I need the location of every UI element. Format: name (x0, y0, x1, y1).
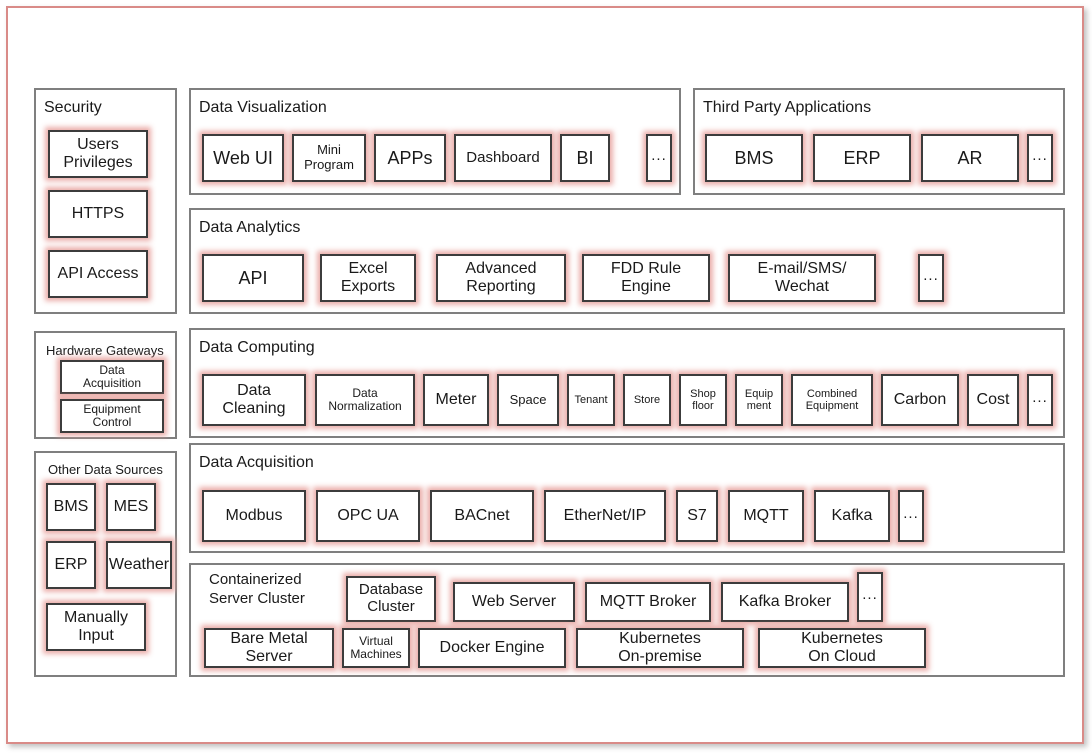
box-source-erp[interactable]: ERP (46, 541, 96, 589)
box-s7[interactable]: S7 (676, 490, 718, 542)
box-combined-equipment[interactable]: Combined Equipment (791, 374, 873, 426)
box-mini-program[interactable]: Mini Program (292, 134, 366, 182)
box-data-computing-more[interactable]: ... (1027, 374, 1053, 426)
box-tenant[interactable]: Tenant (567, 374, 615, 426)
box-fdd-rule-engine[interactable]: FDD Rule Engine (582, 254, 710, 302)
box-api-access[interactable]: API Access (48, 250, 148, 298)
box-third-party-more[interactable]: ... (1027, 134, 1053, 182)
box-kubernetes-on-premise[interactable]: Kubernetes On-premise (576, 628, 744, 668)
panel-containerized-server-cluster: Containerized Server Cluster Database Cl… (189, 563, 1065, 677)
box-dashboard[interactable]: Dashboard (454, 134, 552, 182)
box-apps[interactable]: APPs (374, 134, 446, 182)
box-web-server[interactable]: Web Server (453, 582, 575, 622)
box-store[interactable]: Store (623, 374, 671, 426)
box-kafka-broker[interactable]: Kafka Broker (721, 582, 849, 622)
box-carbon[interactable]: Carbon (881, 374, 959, 426)
panel-data-analytics-title: Data Analytics (199, 219, 301, 236)
box-data-cleaning[interactable]: Data Cleaning (202, 374, 306, 426)
panel-data-acquisition-title: Data Acquisition (199, 454, 314, 471)
box-bare-metal-server[interactable]: Bare Metal Server (204, 628, 334, 668)
box-cost[interactable]: Cost (967, 374, 1019, 426)
box-source-mes[interactable]: MES (106, 483, 156, 531)
panel-third-party-applications: Third Party Applications BMS ERP AR ... (693, 88, 1065, 195)
box-ethernet-ip[interactable]: EtherNet/IP (544, 490, 666, 542)
box-users-privileges[interactable]: Users Privileges (48, 130, 148, 178)
box-opc-ua[interactable]: OPC UA (316, 490, 420, 542)
panel-containerized-server-cluster-title: Containerized Server Cluster (209, 571, 305, 607)
panel-data-visualization-title: Data Visualization (199, 99, 327, 116)
box-bi[interactable]: BI (560, 134, 610, 182)
box-meter[interactable]: Meter (423, 374, 489, 426)
panel-data-visualization: Data Visualization Web UI Mini Program A… (189, 88, 681, 195)
panel-data-acquisition: Data Acquisition Modbus OPC UA BACnet Et… (189, 443, 1065, 553)
box-mqtt[interactable]: MQTT (728, 490, 804, 542)
box-source-weather[interactable]: Weather (106, 541, 172, 589)
box-third-party-erp[interactable]: ERP (813, 134, 911, 182)
panel-third-party-applications-title: Third Party Applications (703, 99, 872, 116)
panel-data-computing-title: Data Computing (199, 339, 315, 356)
box-gateway-equipment-control[interactable]: Equipment Control (60, 399, 164, 433)
box-data-acquisition-more[interactable]: ... (898, 490, 924, 542)
box-modbus[interactable]: Modbus (202, 490, 306, 542)
box-gateway-data-acquisition[interactable]: Data Acquisition (60, 360, 164, 394)
box-email-sms-wechat[interactable]: E-mail/SMS/ Wechat (728, 254, 876, 302)
box-data-visualization-more[interactable]: ... (646, 134, 672, 182)
panel-data-analytics: Data Analytics API Excel Exports Advance… (189, 208, 1065, 314)
box-space[interactable]: Space (497, 374, 559, 426)
box-source-manually-input[interactable]: Manually Input (46, 603, 146, 651)
box-kafka[interactable]: Kafka (814, 490, 890, 542)
box-containerized-more[interactable]: ... (857, 572, 883, 622)
box-database-cluster[interactable]: Database Cluster (346, 576, 436, 622)
panel-other-data-sources: Other Data Sources BMS MES ERP Weather M… (34, 451, 177, 677)
panel-hardware-gateways: Hardware Gateways Data Acquisition Equip… (34, 331, 177, 439)
box-advanced-reporting[interactable]: Advanced Reporting (436, 254, 566, 302)
box-data-analytics-more[interactable]: ... (918, 254, 944, 302)
box-equipment[interactable]: Equip ment (735, 374, 783, 426)
box-data-normalization[interactable]: Data Normalization (315, 374, 415, 426)
box-excel-exports[interactable]: Excel Exports (320, 254, 416, 302)
box-virtual-machines[interactable]: Virtual Machines (342, 628, 410, 668)
box-analytics-api[interactable]: API (202, 254, 304, 302)
box-bacnet[interactable]: BACnet (430, 490, 534, 542)
box-kubernetes-on-cloud[interactable]: Kubernetes On Cloud (758, 628, 926, 668)
box-web-ui[interactable]: Web UI (202, 134, 284, 182)
box-mqtt-broker[interactable]: MQTT Broker (585, 582, 711, 622)
box-source-bms[interactable]: BMS (46, 483, 96, 531)
box-shop-floor[interactable]: Shop floor (679, 374, 727, 426)
box-https[interactable]: HTTPS (48, 190, 148, 238)
panel-hardware-gateways-title: Hardware Gateways (46, 343, 164, 358)
panel-other-data-sources-title: Other Data Sources (48, 462, 163, 477)
box-third-party-bms[interactable]: BMS (705, 134, 803, 182)
panel-data-computing: Data Computing Data Cleaning Data Normal… (189, 328, 1065, 438)
panel-security-title: Security (44, 99, 102, 116)
box-docker-engine[interactable]: Docker Engine (418, 628, 566, 668)
panel-security: Security Users Privileges HTTPS API Acce… (34, 88, 177, 314)
box-third-party-ar[interactable]: AR (921, 134, 1019, 182)
